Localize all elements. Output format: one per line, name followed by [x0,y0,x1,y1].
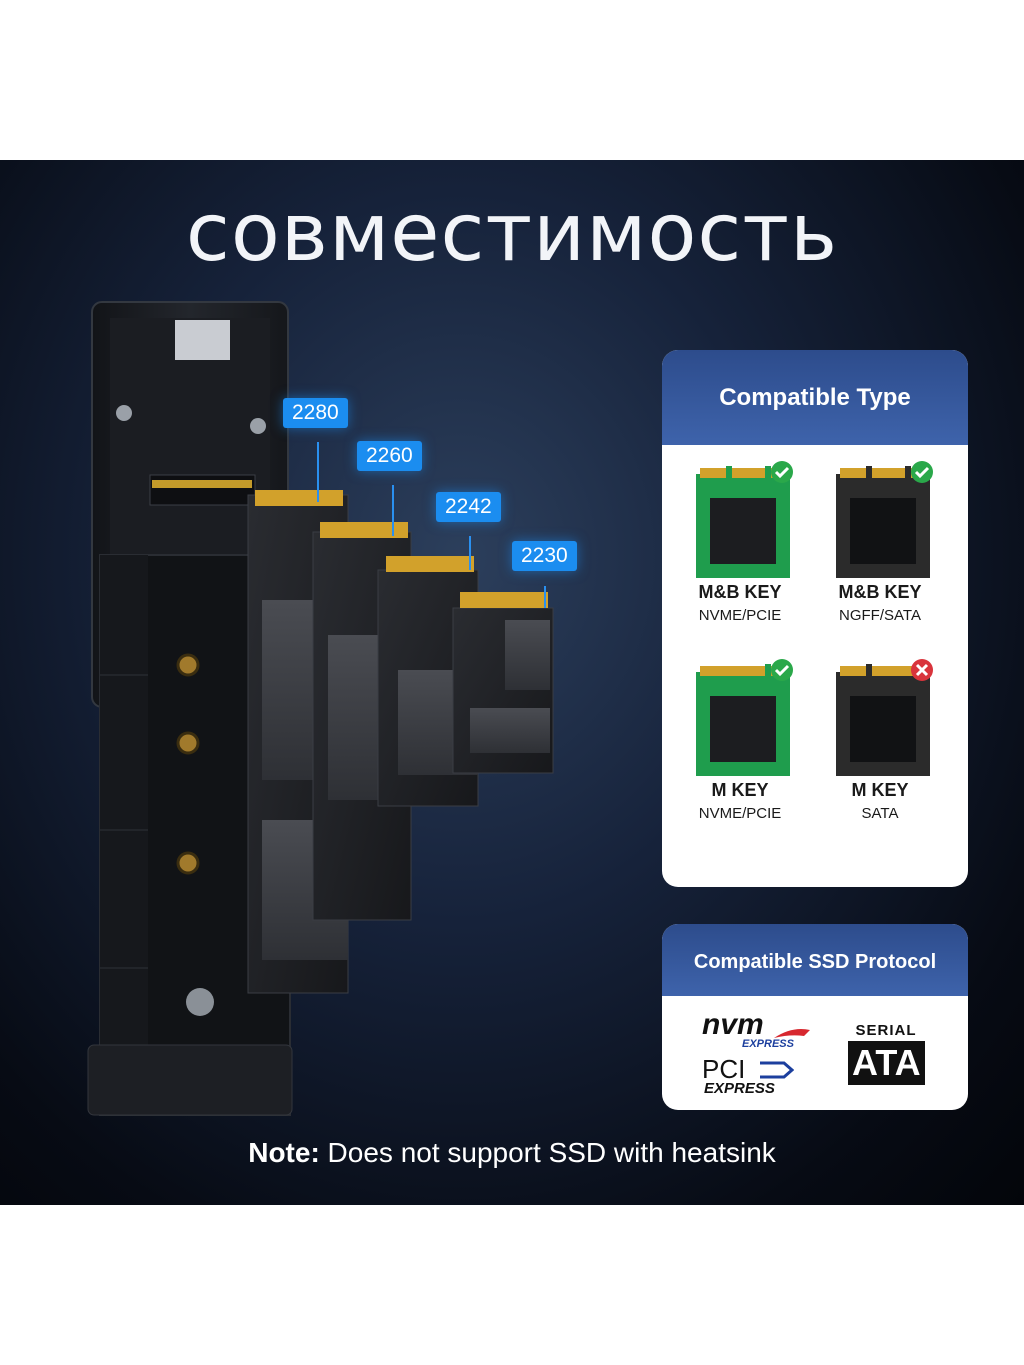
note-body: Does not support SSD with heatsink [319,1137,776,1168]
nvm-express-text: EXPRESS [742,1038,794,1050]
ssd-type-item: M&B KEY NGFF/SATA [810,460,950,624]
cross-icon [911,659,933,681]
enclosure-case [87,301,293,1116]
ssd-chip-image [670,658,810,776]
compatible-type-card: Compatible Type M&B KEY NVME/PCIE [662,350,968,887]
check-icon [911,461,933,483]
ssd-chip-image [810,658,950,776]
serial-ata-logo: SERIAL ATA [848,1022,925,1085]
pci-arrow-icon [760,1061,794,1079]
pci-logo-text: PCI [702,1054,746,1084]
ssd-2230 [452,586,554,774]
pci-express-logo: PCI EXPRESS [702,1056,812,1100]
note-label: Note: [248,1137,320,1168]
size-tag-2230: 2230 [512,541,577,571]
interface-label: NGFF/SATA [839,607,921,624]
enclosure-illustration [87,301,554,1116]
product-banner: совместимость [0,160,1024,1205]
size-tag-2280: 2280 [283,398,348,428]
ssd-chip-image [670,460,810,578]
nvm-logo-text: nvm [702,1008,764,1041]
ssd-chip-image [810,460,950,578]
interface-label: SATA [861,805,899,822]
serial-text: SERIAL [855,1022,917,1039]
key-label: M&B KEY [838,582,922,602]
key-label: M&B KEY [698,582,782,602]
ssd-type-item: M KEY SATA [810,658,950,822]
pci-express-text: EXPRESS [704,1080,775,1097]
interface-label: NVME/PCIE [698,607,782,624]
ssd-type-item: M KEY NVME/PCIE [670,658,810,822]
page-title: совместимость [185,186,839,279]
ssd-type-item: M&B KEY NVME/PCIE [670,460,810,624]
check-icon [771,461,793,483]
size-tag-2242: 2242 [436,492,501,522]
compatible-type-heading: Compatible Type [662,350,968,445]
size-tag-2260: 2260 [357,441,422,471]
key-label: M KEY [711,780,769,800]
nvm-swoosh-icon [774,1029,810,1038]
note-text: Note: Does not support SSD with heatsink [0,1137,1024,1169]
nvm-express-logo: nvm EXPRESS [702,1010,812,1054]
compatible-protocol-card: Compatible SSD Protocol nvm EXPRESS PCI … [662,924,968,1110]
ata-text: ATA [848,1041,925,1085]
key-label: M KEY [851,780,909,800]
compatible-protocol-heading: Compatible SSD Protocol [662,924,968,996]
check-icon [771,659,793,681]
interface-label: NVME/PCIE [698,805,782,822]
